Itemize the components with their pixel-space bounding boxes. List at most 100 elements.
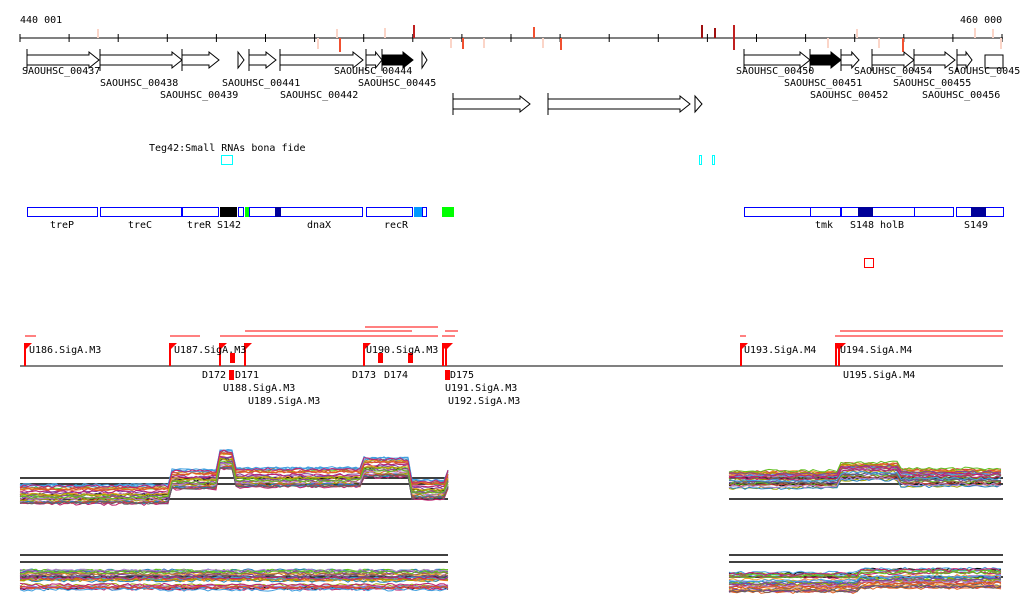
gene-label[interactable]: SAOUHSC_00451 [784, 78, 863, 89]
srna-label: Teg42:Small RNAs bona fide [149, 143, 306, 154]
promoter-label[interactable]: U194.SigA.M4 [840, 345, 913, 356]
promoter-label[interactable]: U186.SigA.M3 [29, 345, 102, 356]
terminator-label[interactable]: D171 [235, 370, 260, 381]
feature-label: dnaX [307, 220, 332, 231]
gene-arrow-SAOUHSC_00442 [279, 50, 364, 70]
gene-arrow-SAOUHSC_00439 [181, 50, 220, 70]
promoter-label[interactable]: U195.SigA.M4 [843, 370, 916, 381]
expression-line [728, 573, 1002, 582]
red-marker[interactable] [864, 258, 874, 268]
gene-arrow-small [694, 94, 703, 114]
gene-label[interactable]: SAOUHSC_00442 [280, 90, 359, 101]
expression-line [728, 460, 1002, 473]
expression-line [728, 472, 1002, 485]
feature[interactable] [422, 207, 427, 217]
gene-arrow-SAOUHSC_00454 [871, 50, 915, 70]
promoter-flag [446, 343, 453, 350]
feature-recR[interactable] [366, 207, 413, 217]
expression-line [728, 574, 1002, 583]
gene-label[interactable]: SAOUHSC_00450 [736, 66, 815, 77]
feature-label: treP [50, 220, 75, 231]
feature-S142[interactable] [220, 207, 237, 217]
feature-label: treC [128, 220, 153, 231]
promoter-label[interactable]: U193.SigA.M4 [744, 345, 817, 356]
srna-box[interactable] [221, 155, 233, 165]
feature[interactable] [744, 207, 811, 217]
promoter-flag [839, 343, 846, 350]
promoter-flag [364, 343, 371, 350]
feature-S148[interactable] [858, 207, 873, 217]
expression-line [728, 584, 1002, 593]
gene-label[interactable]: SAOUHSC_00454 [854, 66, 933, 77]
promoter-label[interactable]: U187.SigA.M3 [174, 345, 247, 356]
expression-line [728, 470, 1002, 483]
feature-label: S149 [964, 220, 989, 231]
promoter-label[interactable]: U192.SigA.M3 [448, 396, 521, 407]
gene-label[interactable]: SAOUHSC_00456 [922, 90, 1001, 101]
feature[interactable] [238, 207, 244, 217]
gene-label[interactable]: SAOUHSC_00438 [100, 78, 179, 89]
srna-box[interactable] [712, 155, 715, 165]
gene-label[interactable]: SAOUHSC_00437 [22, 66, 101, 77]
gene-label[interactable]: SAOUHSC_00452 [810, 90, 889, 101]
terminator-marker [230, 353, 235, 363]
gene-arrow-SAOUHSC_00437 [26, 50, 100, 70]
terminator-marker [378, 353, 383, 363]
feature[interactable] [442, 207, 454, 217]
gene-label[interactable]: SAOUHSC_00445 [358, 78, 437, 89]
promoter-flag [245, 343, 252, 350]
feature-label: holB [880, 220, 905, 231]
ruler-start-label: 440 001 [20, 15, 63, 26]
gene-label[interactable]: SAOUHSC_00444 [334, 66, 413, 77]
feature-treC[interactable] [100, 207, 182, 217]
expression-line [19, 467, 449, 505]
feature-treR[interactable] [182, 207, 219, 217]
expression-line [728, 477, 1002, 490]
gene-arrow-SAOUHSC_00451 [809, 50, 842, 70]
terminator-marker [445, 370, 450, 380]
promoter-flag [170, 343, 177, 350]
feature[interactable] [914, 207, 954, 217]
gene-arrow-SAOUHSC_00441 [248, 50, 277, 70]
promoter-label[interactable]: U191.SigA.M3 [445, 383, 518, 394]
expression-line [728, 574, 1002, 583]
promoter-flag [25, 343, 32, 350]
feature-label: S142 [217, 220, 242, 231]
expression-line [728, 576, 1002, 585]
expression-line [19, 460, 449, 500]
feature-holB[interactable] [841, 207, 915, 217]
terminator-label[interactable]: D173 [352, 370, 377, 381]
gene-label[interactable]: SAOUHSC_0045 [948, 66, 1021, 77]
srna-box[interactable] [699, 155, 702, 165]
terminator-label[interactable]: D174 [384, 370, 409, 381]
expression-line [19, 585, 449, 590]
expression-line [19, 575, 449, 581]
gene-arrow-SAOUHSC_00456 [956, 50, 973, 70]
feature-label: S148 [850, 220, 875, 231]
terminator-label[interactable]: D172 [202, 370, 227, 381]
gene-label[interactable]: SAOUHSC_00439 [160, 90, 239, 101]
gene-arrow [452, 94, 531, 114]
expression-line [19, 571, 449, 576]
promoter-label[interactable]: U188.SigA.M3 [223, 383, 296, 394]
expression-line [19, 576, 449, 581]
feature[interactable] [245, 207, 249, 217]
terminator-label[interactable]: D175 [450, 370, 475, 381]
gene-arrow-SAOUHSC_00444 [365, 50, 383, 70]
feature-dnaX[interactable] [249, 207, 363, 217]
expression-line [728, 568, 1002, 577]
gene-arrow-SAOUHSC_00445 [381, 50, 414, 70]
gene-label[interactable]: SAOUHSC_00441 [222, 78, 301, 89]
promoter-label[interactable]: U189.SigA.M3 [248, 396, 321, 407]
feature-treP[interactable] [27, 207, 98, 217]
feature-S149[interactable] [971, 207, 986, 217]
ruler-end-label: 460 000 [960, 15, 1003, 26]
feature-label: treR [187, 220, 212, 231]
feature[interactable] [275, 207, 281, 217]
gene-label[interactable]: SAOUHSC_00455 [893, 78, 972, 89]
expression-line [729, 577, 1002, 586]
feature-tmk[interactable] [810, 207, 841, 217]
expression-line [19, 458, 449, 497]
promoter-label[interactable]: U190.SigA.M3 [366, 345, 439, 356]
